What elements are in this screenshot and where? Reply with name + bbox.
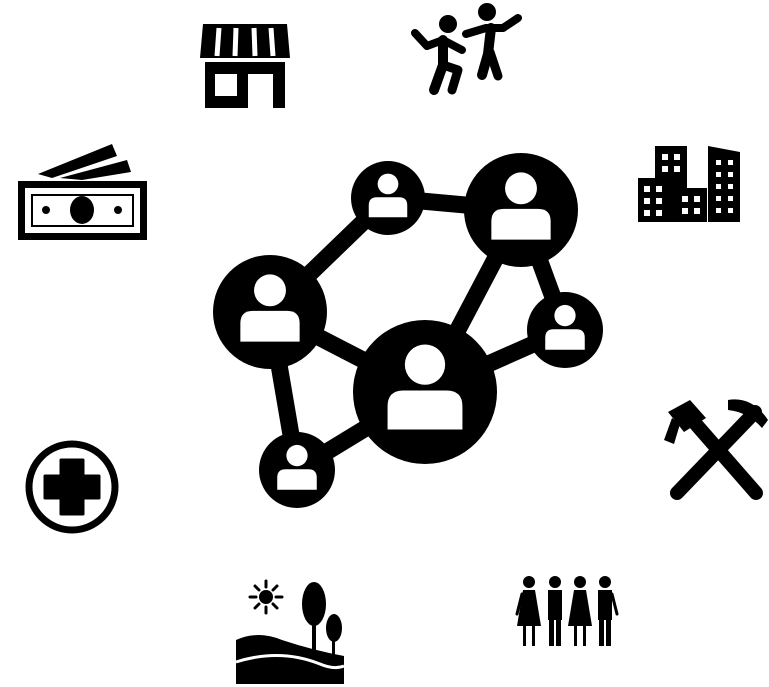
network-node	[353, 320, 497, 464]
money-bills-icon	[18, 144, 147, 240]
medical-cross-icon	[25, 440, 119, 534]
dancing-people-icon	[411, 3, 522, 95]
network-node	[351, 161, 425, 235]
person-figure	[568, 576, 592, 646]
person-figure	[598, 576, 612, 646]
person-figure	[548, 576, 562, 646]
rural-landscape-icon	[235, 579, 345, 684]
group-of-people-icon	[515, 576, 619, 646]
city-buildings-icon	[638, 146, 740, 222]
network-node	[259, 432, 335, 508]
social-network-icon	[213, 153, 603, 508]
market-stall-icon	[200, 24, 290, 108]
network-node	[464, 153, 578, 267]
hammer-and-pickaxe-icon	[664, 399, 768, 500]
network-node	[213, 255, 327, 369]
person-figure	[517, 576, 541, 646]
network-node	[527, 292, 603, 368]
